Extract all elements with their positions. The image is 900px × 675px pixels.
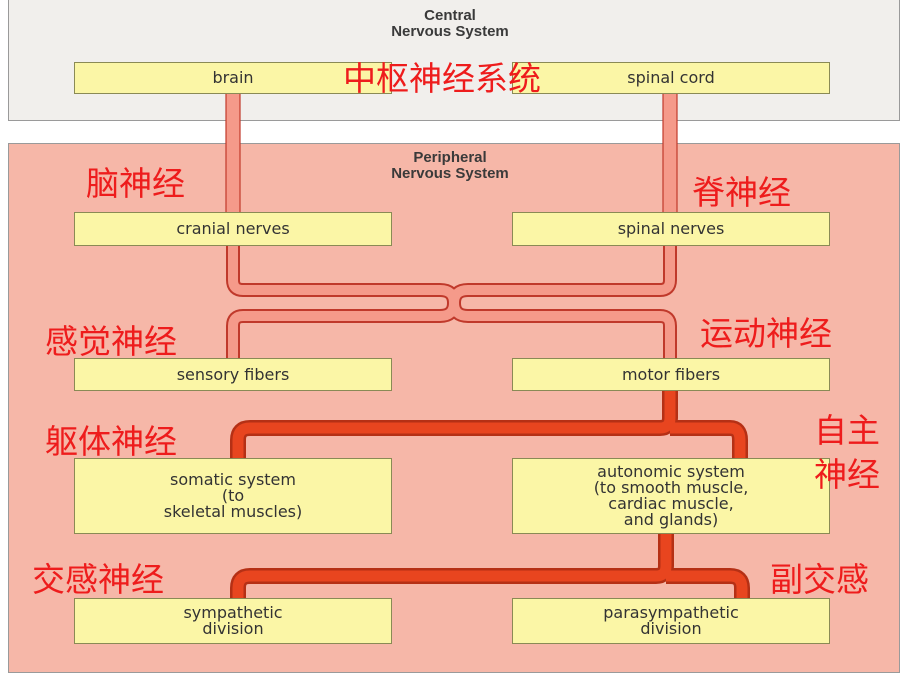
pns-title: Peripheral Nervous System — [391, 149, 509, 182]
parasympathetic-division-box: parasympathetic division — [512, 598, 830, 644]
central-nervous-system-panel — [8, 0, 900, 121]
spinal-annotation: 脊神经 — [692, 173, 791, 212]
sensory-fibers-box: sensory fibers — [74, 358, 392, 391]
motor-fibers-box: motor fibers — [512, 358, 830, 391]
cranial-nerves-box: cranial nerves — [74, 212, 392, 246]
brain-box: brain — [74, 62, 392, 94]
spinal-nerves-box: spinal nerves — [512, 212, 830, 246]
cranial-annotation: 脑神经 — [86, 164, 185, 203]
motor-annotation: 运动神经 — [700, 314, 832, 353]
sensory-annotation: 感觉神经 — [45, 322, 177, 361]
cns-annotation: 中枢神经系统 — [343, 59, 541, 98]
brain-to-cranial-connector — [225, 92, 241, 216]
cord-to-spinal-connector — [662, 92, 678, 216]
somatic-system-box: somatic system (to skeletal muscles) — [74, 458, 392, 534]
somatic-annotation: 躯体神经 — [45, 422, 177, 461]
cns-title: Central Nervous System — [391, 7, 509, 40]
sympathetic-division-box: sympathetic division — [74, 598, 392, 644]
autonomic-annotation: 自主 神经 — [814, 411, 880, 494]
spinal-cord-box: spinal cord — [512, 62, 830, 94]
autonomic-system-box: autonomic system (to smooth muscle, card… — [512, 458, 830, 534]
sympathetic-annotation: 交感神经 — [32, 560, 164, 599]
parasympathetic-annotation: 副交感 — [770, 560, 869, 599]
